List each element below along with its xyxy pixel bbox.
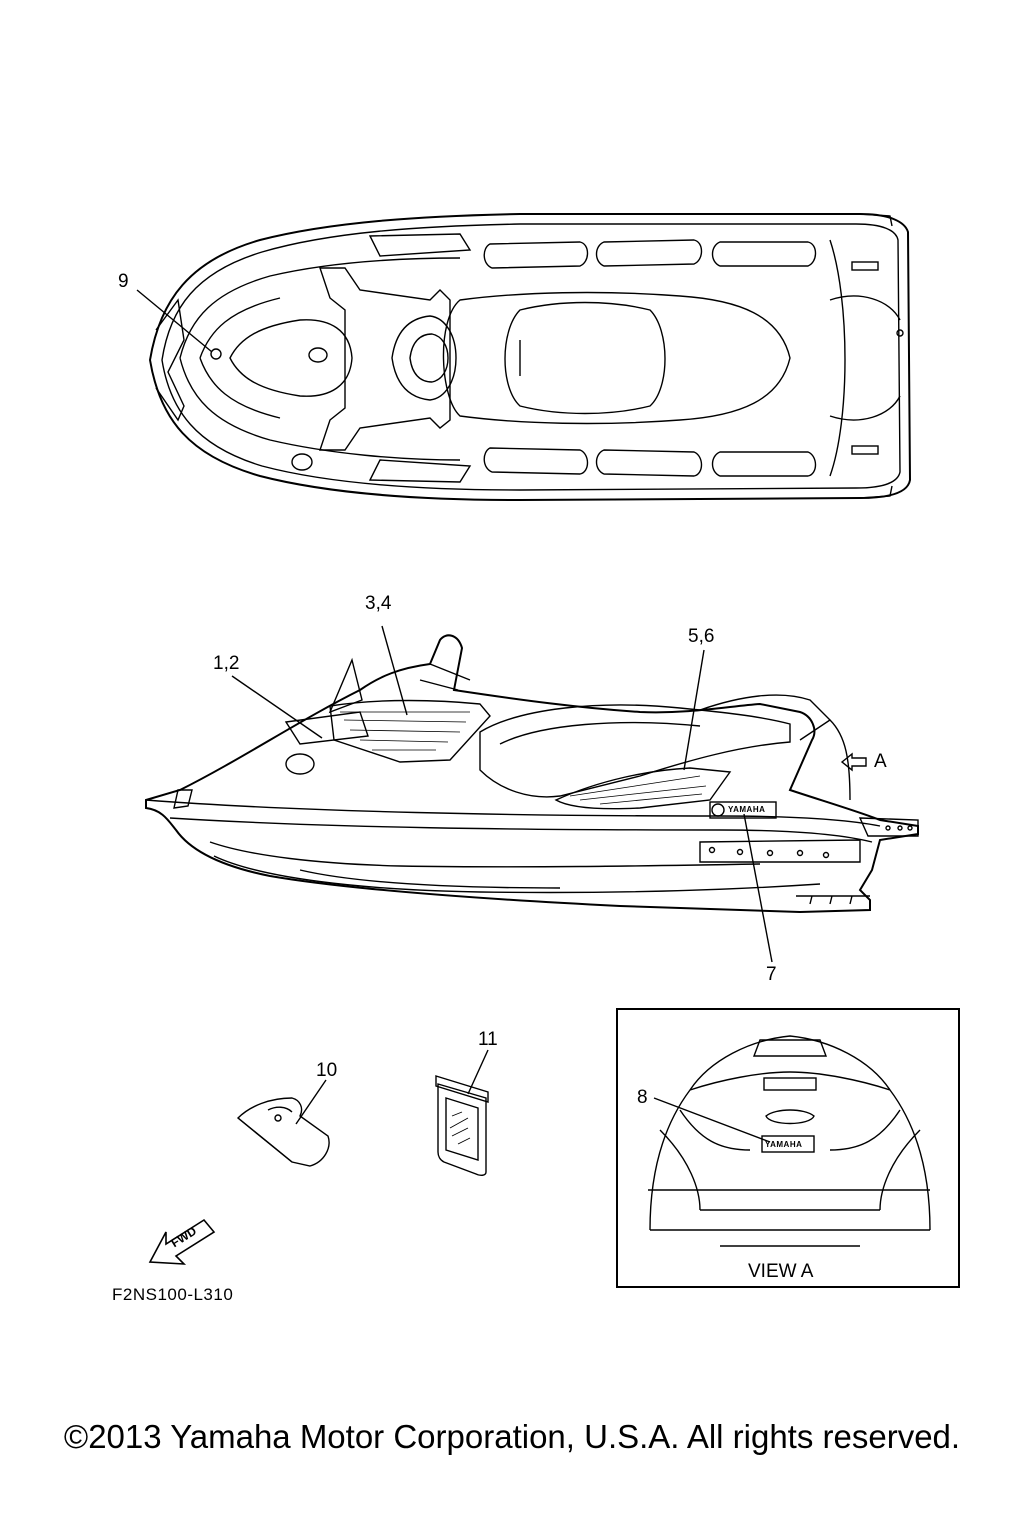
view-a-frame [616, 1008, 960, 1288]
leader-line-9 [136, 289, 213, 353]
leader-line-3-4 [381, 625, 408, 716]
callout-3-4: 3,4 [365, 593, 392, 614]
view-arrow-label: A [874, 751, 887, 772]
fwd-arrow-icon [148, 1218, 216, 1265]
leader-line-7 [743, 813, 773, 963]
top-view-watercraft [148, 213, 912, 502]
view-a-rear-drawing [648, 1035, 931, 1247]
leader-line-8 [653, 1097, 771, 1143]
brand-decal-rear: YAMAHA [765, 1140, 803, 1149]
side-view-watercraft [145, 634, 919, 914]
leader-line-1-2 [231, 675, 323, 739]
brand-decal-side: YAMAHA [728, 805, 766, 814]
part-10-storage-bag [236, 1097, 330, 1167]
leader-line-5-6 [683, 649, 705, 771]
callout-11: 11 [478, 1029, 498, 1050]
part-11-document-pouch [435, 1075, 489, 1177]
view-a-label: VIEW A [748, 1261, 814, 1282]
copyright-notice: ©2013 Yamaha Motor Corporation, U.S.A. A… [63, 1418, 961, 1455]
view-arrow-icon [840, 752, 867, 772]
callout-7: 7 [766, 964, 777, 985]
diagram-code: F2NS100-L310 [112, 1285, 234, 1304]
callout-5-6: 5,6 [688, 626, 715, 647]
callout-1-2: 1,2 [213, 653, 240, 674]
callout-9: 9 [118, 271, 129, 292]
leader-line-11 [467, 1049, 489, 1095]
callout-10: 10 [316, 1060, 338, 1081]
leader-line-10 [295, 1079, 327, 1125]
callout-8: 8 [637, 1087, 648, 1108]
